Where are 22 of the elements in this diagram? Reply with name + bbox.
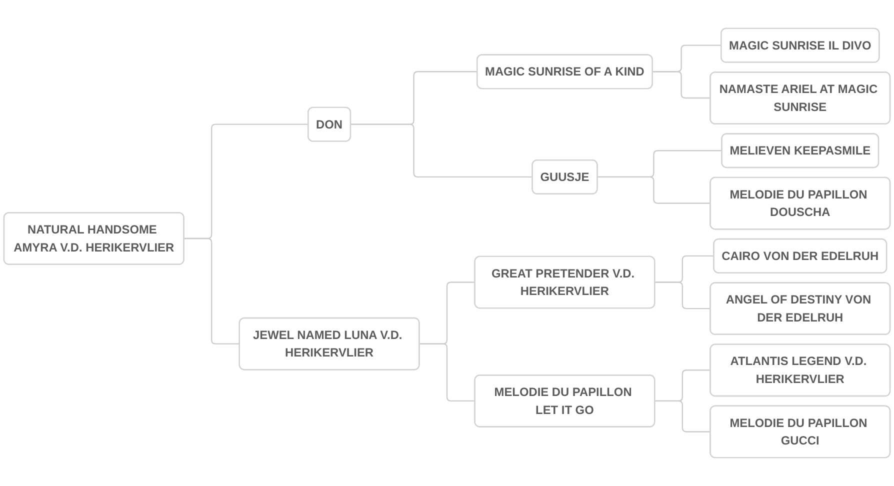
pedigree-box: MELIEVEN KEEPASMILE [721, 133, 880, 168]
pedigree-box: DON [308, 106, 352, 142]
connector-line [419, 343, 475, 402]
connector-line [654, 282, 710, 310]
pedigree-box: JEWEL NAMED LUNA V.D. HERIKERVLIER [238, 317, 420, 370]
pedigree-box: CAIRO VON DER EDELRUH [713, 238, 888, 274]
pedigree-box: MAGIC SUNRISE OF A KIND [476, 54, 653, 90]
pedigree-box: ANGEL OF DESTINY VON DER EDELRUH [710, 282, 891, 335]
connector-line [184, 238, 240, 344]
pedigree-box: ATLANTIS LEGEND V.D. HERIKERVLIER [710, 344, 891, 397]
pedigree-box: MELODIE DU PAPILLON DOUSCHA [710, 176, 891, 230]
pedigree-box: GREAT PRETENDER V.D. HERIKERVLIER [474, 256, 656, 309]
pedigree-box: GUUSJE [532, 159, 598, 194]
connector-line [652, 71, 710, 99]
connector-line [350, 124, 532, 178]
pedigree-box: NATURAL HANDSOME AMYRA V.D. HERIKERVLIER [3, 212, 184, 265]
pedigree-box: NAMASTE ARIEL AT MAGIC SUNRISE [710, 72, 891, 124]
pedigree-box: MELODIE DU PAPILLON GUCCI [710, 405, 891, 458]
connector-line [597, 176, 710, 204]
connector-line [654, 400, 710, 432]
pedigree-box: MAGIC SUNRISE IL DIVO [720, 28, 880, 63]
pedigree-box: MELODIE DU PAPILLON LET IT GO [474, 374, 656, 428]
